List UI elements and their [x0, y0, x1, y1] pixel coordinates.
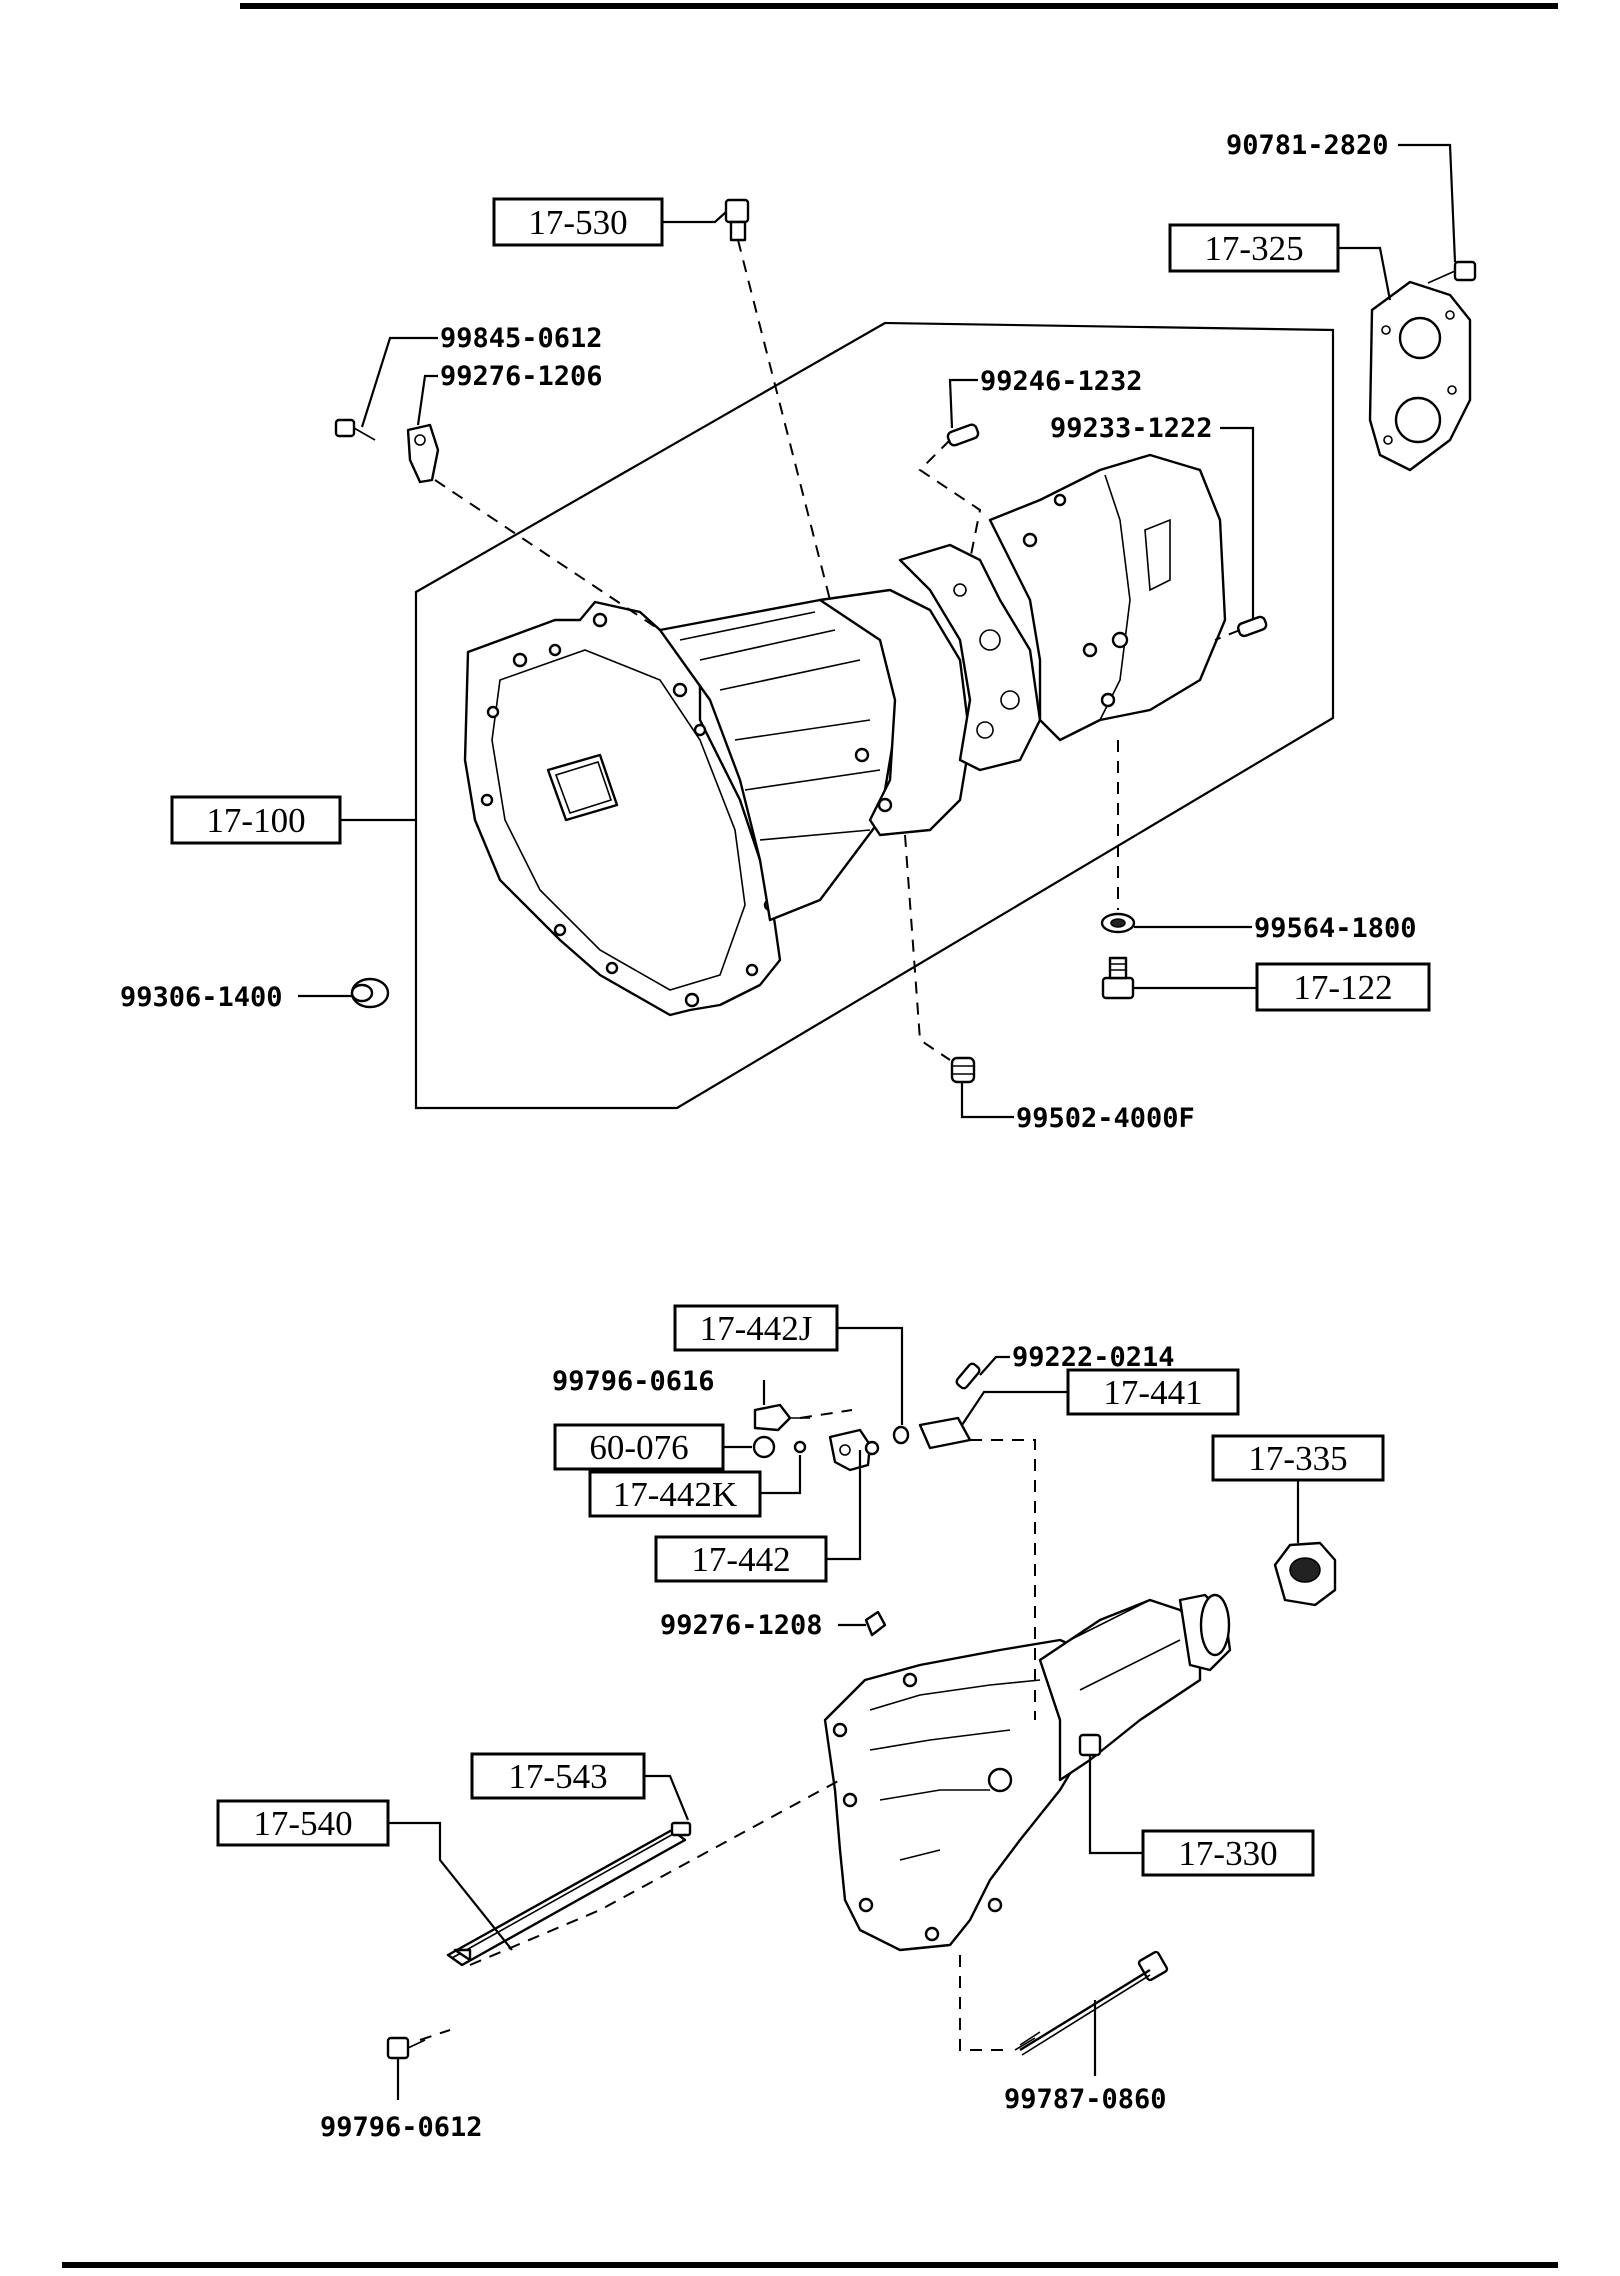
- shift-rod-drawing: [446, 1821, 692, 1967]
- bolt-90781-2820-drawing: [1427, 260, 1477, 284]
- part-99796-0616[interactable]: 99796-0616: [552, 1366, 715, 1397]
- speed-sensor-assembly-drawing: [752, 1362, 981, 1637]
- callout-17-530-text: 17-530: [528, 203, 627, 242]
- callout-17-442j[interactable]: 17-442J: [673, 1304, 839, 1352]
- part-99306-1400[interactable]: 99306-1400: [120, 982, 283, 1013]
- part-99246-1232[interactable]: 99246-1232: [980, 366, 1143, 397]
- transmission-case-drawing: [463, 453, 1227, 1017]
- extension-housing-drawing: [823, 1593, 1232, 1952]
- lower-assembly: [386, 1326, 1337, 2100]
- breather-17-530-drawing: [724, 198, 750, 242]
- callout-17-442k-text: 17-442K: [613, 1475, 737, 1514]
- part-99845-0612[interactable]: 99845-0612: [440, 323, 603, 354]
- upper-assembly: [298, 143, 1477, 1119]
- callout-17-540-text: 17-540: [253, 1804, 352, 1843]
- bolt-99845-0612-drawing: [334, 418, 376, 441]
- gear-17-335-drawing: [1273, 1541, 1337, 1607]
- callout-60-076-text: 60-076: [589, 1428, 688, 1467]
- part-99502-4000f[interactable]: 99502-4000F: [1016, 1103, 1195, 1134]
- callout-60-076[interactable]: 60-076: [553, 1423, 725, 1471]
- part-90781-2820[interactable]: 90781-2820: [1226, 130, 1389, 161]
- clip-99276-1206-drawing: [406, 423, 440, 484]
- bushing-99306-1400-drawing: [350, 977, 390, 1009]
- callout-17-122-text: 17-122: [1293, 968, 1392, 1007]
- plug-99502-4000f-drawing: [950, 1056, 976, 1084]
- callout-17-122[interactable]: 17-122: [1255, 962, 1431, 1012]
- callout-17-543-text: 17-543: [508, 1757, 607, 1796]
- callout-17-442j-text: 17-442J: [700, 1309, 813, 1348]
- part-99276-1208[interactable]: 99276-1208: [660, 1610, 823, 1641]
- gasket-17-325-drawing: [1368, 280, 1472, 472]
- part-99276-1206[interactable]: 99276-1206: [440, 361, 603, 392]
- assembly-outline-17-100: [414, 321, 1335, 1110]
- callout-17-441-text: 17-441: [1103, 1373, 1202, 1412]
- part-99233-1222[interactable]: 99233-1222: [1050, 413, 1213, 444]
- plug-17-122-drawing: [1101, 956, 1135, 1000]
- callout-17-325-text: 17-325: [1204, 229, 1303, 268]
- callout-17-540[interactable]: 17-540: [216, 1799, 390, 1847]
- callout-17-442[interactable]: 17-442: [654, 1535, 828, 1583]
- part-99222-0214[interactable]: 99222-0214: [1012, 1342, 1175, 1373]
- callout-17-441[interactable]: 17-441: [1066, 1368, 1240, 1416]
- callout-17-442-text: 17-442: [691, 1540, 790, 1579]
- callout-17-543[interactable]: 17-543: [470, 1752, 646, 1800]
- callout-17-100-text: 17-100: [206, 801, 305, 840]
- callout-17-100[interactable]: 17-100: [170, 795, 342, 845]
- callout-17-325[interactable]: 17-325: [1168, 223, 1340, 273]
- callout-17-330-text: 17-330: [1178, 1834, 1277, 1873]
- part-99787-0860[interactable]: 99787-0860: [1004, 2084, 1167, 2115]
- callout-17-335-text: 17-335: [1248, 1439, 1347, 1478]
- callout-17-442k[interactable]: 17-442K: [588, 1470, 762, 1518]
- part-99796-0612[interactable]: 99796-0612: [320, 2112, 483, 2143]
- callout-17-335[interactable]: 17-335: [1211, 1434, 1385, 1482]
- bolt-99787-0860-drawing: [1014, 1950, 1169, 2056]
- callout-17-330[interactable]: 17-330: [1141, 1829, 1315, 1877]
- callout-boxes: 17-530 17-325 17-100 17-122 17-442J 17-4…: [170, 197, 1431, 1877]
- bolt-99796-0612-drawing: [386, 2036, 426, 2060]
- callout-17-530[interactable]: 17-530: [492, 197, 664, 247]
- part-99564-1800[interactable]: 99564-1800: [1254, 913, 1417, 944]
- part-number-labels: 90781-2820 99845-0612 99276-1206 99246-1…: [120, 130, 1417, 2143]
- washer-99564-1800-drawing: [1100, 912, 1136, 934]
